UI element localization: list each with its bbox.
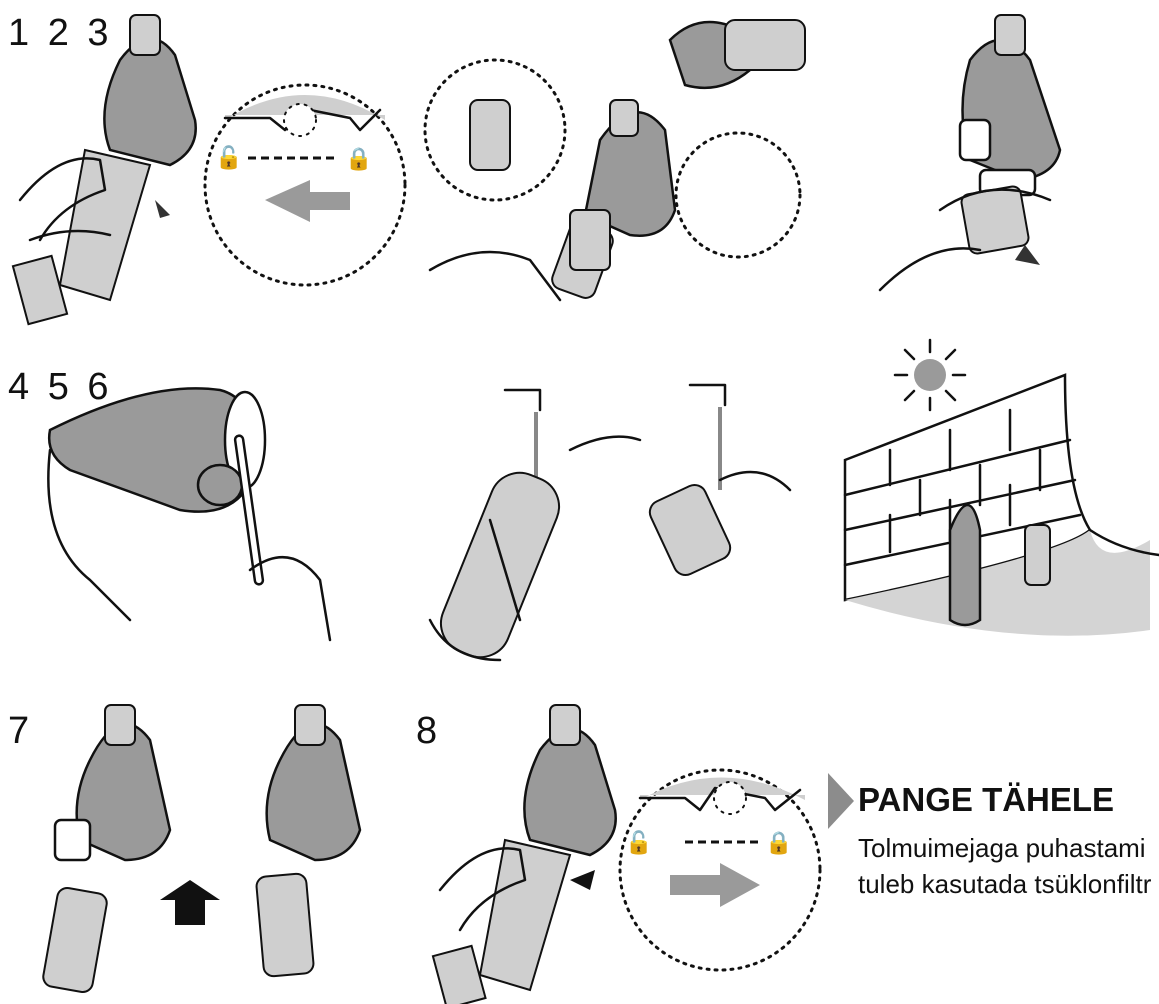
step-label-4-5-6: 4 5 6	[8, 366, 113, 408]
illustration-lock-cyclone: 🔓 🔒	[431, 704, 822, 1004]
svg-text:🔓: 🔓	[625, 830, 652, 856]
note-line-1: Tolmuimejaga puhastami	[858, 833, 1146, 863]
illustration-detach-cyclone: 🔓 🔒	[11, 14, 407, 326]
note-body: Tolmuimejaga puhastami tuleb kasutada ts…	[828, 833, 1159, 913]
step-label-8: 8	[416, 710, 442, 752]
sun-icon	[893, 338, 967, 412]
illustration-reassemble-filter	[42, 704, 362, 993]
step-label-7: 7	[8, 710, 34, 752]
note-title: PANGE TÄHELE	[858, 781, 1115, 818]
svg-text:🔒: 🔒	[345, 147, 372, 172]
illustration-twist-filter	[878, 14, 1062, 292]
note-marker-icon	[828, 773, 854, 829]
note-line-2: tuleb kasutada tsüklonfiltr	[858, 869, 1152, 899]
svg-text:🔓: 🔓	[215, 145, 242, 171]
illustration-rinse-filter	[428, 383, 792, 662]
svg-text:🔒: 🔒	[765, 831, 792, 856]
step-label-1-2-3: 1 2 3	[8, 12, 113, 54]
illustration-brush-cyclone	[47, 387, 332, 642]
illustration-separate-parts	[423, 19, 806, 302]
illustration-dry-shade	[843, 338, 1159, 636]
